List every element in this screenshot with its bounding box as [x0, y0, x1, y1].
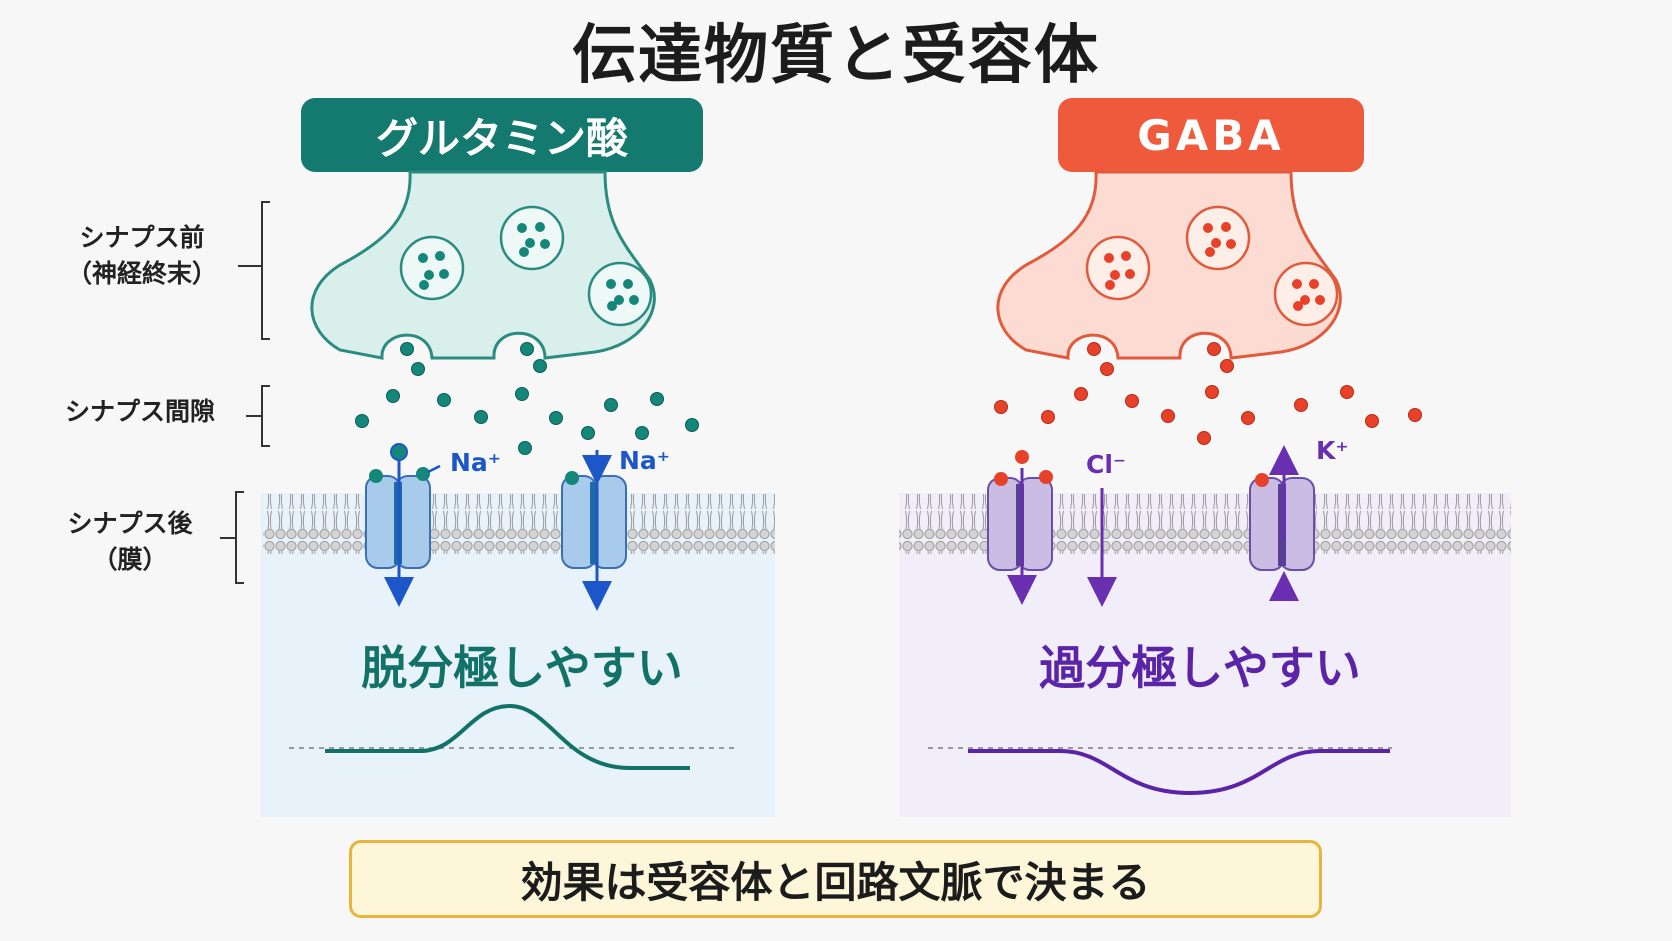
gaba-presynaptic-terminal [996, 170, 1342, 360]
na-label-2: Na⁺ [619, 446, 670, 475]
bracket-postsynaptic [220, 491, 244, 584]
glu-depolarization-trace [325, 703, 690, 770]
glu-presynaptic-terminal [310, 170, 656, 360]
glu-receptor-1 [365, 443, 441, 607]
gaba-molecules [994, 342, 1422, 445]
glu-molecules [355, 342, 699, 455]
page-title: 伝達物質と受容体 [572, 19, 1100, 93]
gaba-receptor-2 [1249, 445, 1315, 601]
glu-vesicles [399, 205, 653, 327]
glu-receptor-2 [561, 450, 627, 611]
glu-effect-text: 脱分極しやすい [361, 641, 683, 695]
gaba-effect-text: 過分極しやすい [1039, 641, 1361, 695]
gaba-tag: GABA [1058, 98, 1364, 172]
bracket-cleft [246, 385, 270, 447]
glu-membrane [263, 494, 775, 554]
gaba-receptor-1 [987, 450, 1053, 605]
gaba-hyperpolarization-trace [968, 749, 1390, 796]
presynaptic-label: シナプス前 （神経終末） [42, 220, 242, 292]
footer-note: 効果は受容体と回路文脈で決まる [349, 840, 1322, 918]
k-label: K⁺ [1316, 436, 1349, 465]
presynaptic-label-line1: シナプス前 [79, 223, 205, 252]
gaba-vesicles [1085, 205, 1339, 327]
presynaptic-label-line2: （神経終末） [66, 259, 217, 288]
postsynaptic-label-line2: （膜） [92, 545, 168, 574]
bracket-presynaptic [238, 201, 270, 340]
cl-label: Cl⁻ [1086, 450, 1127, 479]
postsynaptic-label: シナプス後 （膜） [30, 506, 230, 578]
na-label-1: Na⁺ [450, 448, 501, 477]
glutamate-tag: グルタミン酸 [301, 98, 703, 172]
postsynaptic-label-line1: シナプス後 [67, 509, 193, 538]
cleft-label: シナプス間隙 [64, 397, 215, 426]
